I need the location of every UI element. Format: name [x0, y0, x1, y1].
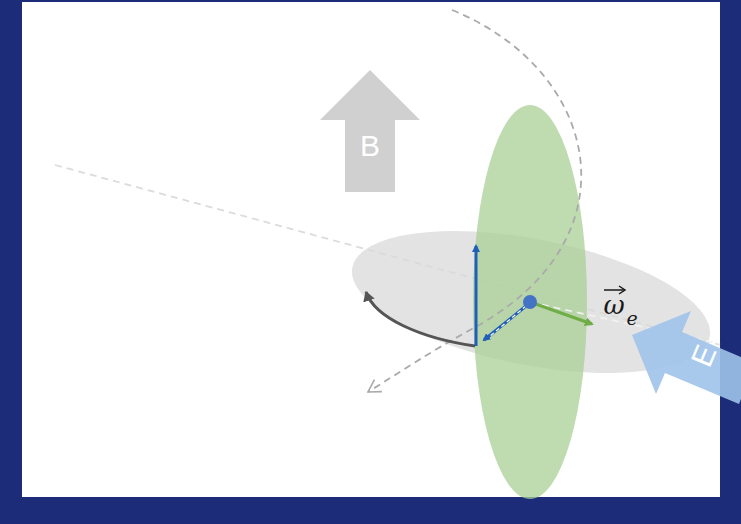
- field-arrow-b: B: [320, 70, 420, 192]
- omega-symbol: ω: [603, 292, 624, 318]
- field-letter: B: [360, 131, 380, 161]
- particle-dot: [523, 295, 537, 309]
- dipole-dash: [490, 306, 526, 336]
- precession-arrow: [366, 292, 475, 346]
- spin-arrow: [475, 246, 478, 346]
- field-arrow-e: E: [620, 290, 741, 410]
- dipole-arrow: [484, 306, 526, 340]
- trajectory-curve: [368, 10, 581, 392]
- omega-arrow: [530, 302, 592, 324]
- rotation-plane: [473, 105, 587, 499]
- subscript: e: [626, 309, 637, 328]
- vector-arrow-symbol: [604, 289, 624, 291]
- arrow-shape: [620, 290, 741, 410]
